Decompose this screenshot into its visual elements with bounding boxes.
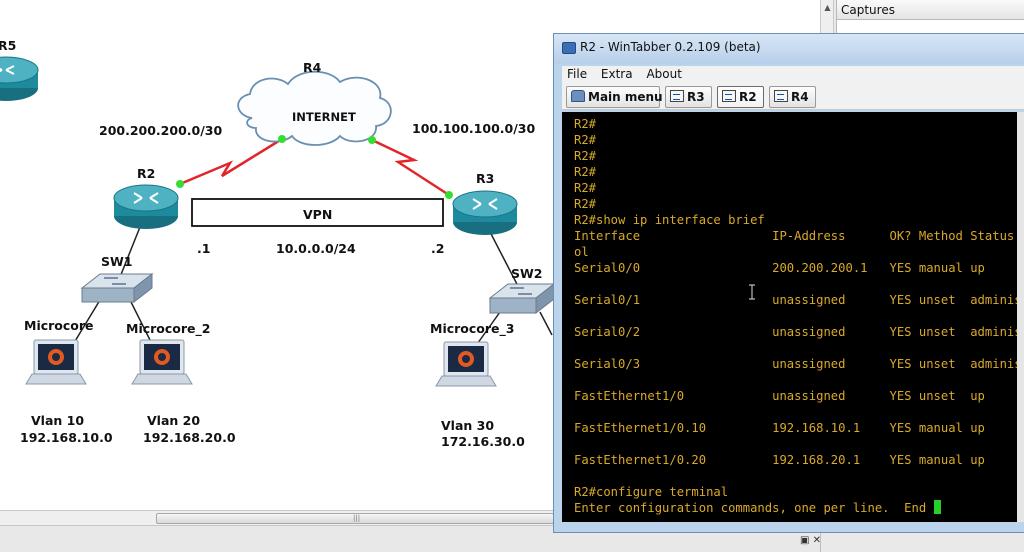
host-3-net-label: 172.16.30.0 xyxy=(441,434,525,449)
terminal-console[interactable]: R2# R2# R2# R2# R2# R2# R2#show ip interface b… xyxy=(562,112,1024,522)
link-sw2-right xyxy=(539,311,553,336)
tab-r3-label: R3 xyxy=(687,90,705,104)
link-r2-sw1 xyxy=(117,221,143,283)
router-r3-label: R3 xyxy=(476,171,495,186)
tab-toolbar: Main menu R3 R2 R4 xyxy=(562,84,1024,110)
tab-r3[interactable]: R3 xyxy=(665,86,712,108)
tab-main-menu-label: Main menu xyxy=(588,90,663,104)
terminal-line: FastEthernet1/0.20 192.168.20.1 YES manu… xyxy=(574,453,985,467)
vpn-tunnel-box xyxy=(191,198,444,227)
tab-r4-label: R4 xyxy=(791,90,809,104)
vpn-label: VPN xyxy=(303,207,333,222)
scroll-up-icon[interactable]: ▲ xyxy=(824,3,831,12)
window-title: R2 - WinTabber 0.2.109 (beta) xyxy=(580,40,761,54)
terminal-output: R2# R2# R2# R2# R2# R2# R2#show ip interface b… xyxy=(574,116,1024,516)
terminal-scrollbar[interactable] xyxy=(1017,112,1024,522)
router-r3-icon xyxy=(452,190,518,235)
terminal-line: R2# xyxy=(574,165,597,179)
terminal-line xyxy=(574,372,1024,388)
terminal-line xyxy=(574,468,1024,484)
host-3-vlan-label: Vlan 30 xyxy=(441,418,495,433)
terminal-line: ol xyxy=(574,245,589,259)
internet-cloud-icon xyxy=(237,70,392,146)
tab-main-menu[interactable]: Main menu xyxy=(566,86,663,108)
host-1-vlan-label: Vlan 10 xyxy=(31,413,85,428)
tab-r2[interactable]: R2 xyxy=(717,86,764,108)
terminal-line: Serial0/1 unassigned YES unset administr… xyxy=(574,293,1024,307)
internet-label: INTERNET xyxy=(292,110,356,124)
wintabber-window[interactable]: R2 - WinTabber 0.2.109 (beta) File Extra… xyxy=(553,33,1024,533)
text-cursor-icon xyxy=(749,284,755,300)
router-r2-label: R2 xyxy=(137,166,156,181)
terminal-line: R2# xyxy=(574,117,597,131)
host-microcore-2-icon xyxy=(131,339,193,385)
menu-file[interactable]: File xyxy=(567,67,588,81)
host-microcore-2-label: Microcore_2 xyxy=(126,321,211,336)
subnet-left-label: 200.200.200.0/30 xyxy=(99,123,223,138)
vpn-subnet-label: 10.0.0.0/24 xyxy=(276,241,356,256)
serial-link-r2-r4 xyxy=(179,137,283,186)
app-icon xyxy=(562,41,576,54)
router-r4-label: R4 xyxy=(303,60,322,75)
menu-extra[interactable]: Extra xyxy=(600,67,633,81)
switch-sw2-icon xyxy=(488,282,556,315)
tab-r4[interactable]: R4 xyxy=(769,86,816,108)
host-2-net-label: 192.168.20.0 xyxy=(143,430,236,445)
terminal-line: R2# xyxy=(574,149,597,163)
host-microcore-label: Microcore xyxy=(24,318,94,333)
window-titlebar[interactable]: R2 - WinTabber 0.2.109 (beta) xyxy=(554,34,1024,64)
r3-interface-label: .2 xyxy=(431,241,445,256)
switch-sw1-icon xyxy=(80,272,154,304)
terminal-line: R2#show ip interface brief xyxy=(574,213,765,227)
terminal-line xyxy=(574,404,1024,420)
scrollbar-thumb[interactable]: ||| xyxy=(156,513,554,524)
router-r2-icon xyxy=(113,184,179,229)
terminal-line xyxy=(574,276,1024,292)
host-2-vlan-label: Vlan 20 xyxy=(147,413,201,428)
switch-sw2-label: SW2 xyxy=(511,266,543,281)
terminal-line: FastEthernet1/0 unassigned YES unset up xyxy=(574,389,985,403)
terminal-line: Interface IP-Address OK? Method Status xyxy=(574,229,1015,243)
switch-sw1-label: SW1 xyxy=(101,254,133,269)
captures-panel-title: Captures xyxy=(836,0,1024,20)
terminal-line: R2#configure terminal xyxy=(574,485,729,499)
terminal-icon xyxy=(722,90,736,102)
topology-drawing xyxy=(0,56,556,387)
terminal-line: R2# xyxy=(574,197,597,211)
r2-interface-label: .1 xyxy=(197,241,211,256)
terminal-line xyxy=(574,436,1024,452)
terminal-line: R2# xyxy=(574,133,597,147)
router-r5-icon xyxy=(0,56,39,101)
host-microcore-3-label: Microcore_3 xyxy=(430,321,515,336)
tab-r2-label: R2 xyxy=(739,90,757,104)
terminal-line: Enter configuration commands, one per li… xyxy=(574,500,1024,516)
terminal-line: R2# xyxy=(574,181,597,195)
terminal-icon xyxy=(774,90,788,102)
terminal-line: Serial0/0 200.200.200.1 YES manual up xyxy=(574,261,985,275)
terminal-line: Serial0/3 unassigned YES unset administr… xyxy=(574,357,1024,371)
subnet-right-label: 100.100.100.0/30 xyxy=(412,121,536,136)
host-microcore-3-icon xyxy=(435,341,497,387)
status-bar xyxy=(0,525,820,552)
window-restore-close-icons[interactable]: ▣ ✕ xyxy=(800,535,822,546)
home-icon xyxy=(571,90,585,102)
host-1-net-label: 192.168.10.0 xyxy=(20,430,113,445)
terminal-icon xyxy=(670,90,684,102)
host-microcore-icon xyxy=(25,339,87,385)
menu-bar: File Extra About xyxy=(562,66,1024,84)
serial-link-r4-r3 xyxy=(371,138,450,197)
terminal-cursor xyxy=(933,500,941,514)
router-r5-label: R5 xyxy=(0,38,17,53)
terminal-line xyxy=(574,308,1024,324)
terminal-line: Serial0/2 unassigned YES unset administr… xyxy=(574,325,1024,339)
menu-about[interactable]: About xyxy=(646,67,682,81)
terminal-line xyxy=(574,340,1024,356)
terminal-line: FastEthernet1/0.10 192.168.10.1 YES manu… xyxy=(574,421,985,435)
link-r3-sw2 xyxy=(487,227,521,291)
